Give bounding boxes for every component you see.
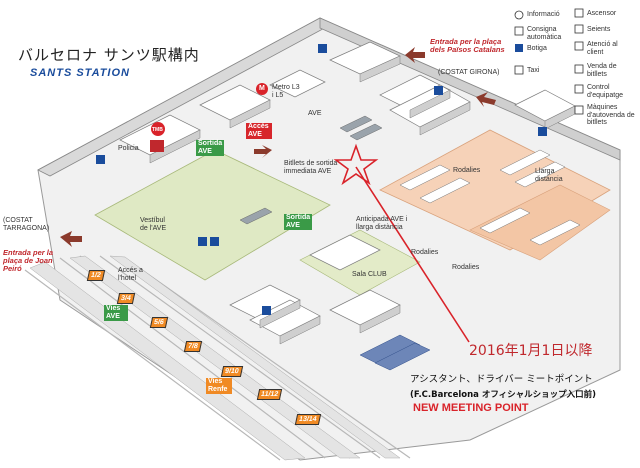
label-vies-renfe: Vies Renfe — [206, 378, 232, 394]
platform-3-4: 3/4 — [116, 293, 135, 304]
ave-zone — [94, 149, 331, 281]
arrow-icon — [60, 231, 82, 247]
platform-1-2: 1/2 — [86, 270, 105, 281]
platform-13-14: 13/14 — [294, 414, 321, 425]
blue-seating — [359, 334, 431, 371]
escalators — [239, 115, 383, 225]
meeting-point-heading: NEW MEETING POINT — [413, 402, 529, 414]
label-vestibul-ave: Vestíbul de l'AVE — [140, 217, 167, 232]
legend-seats: Seients — [587, 26, 611, 33]
meeting-point-leader — [355, 166, 470, 343]
legend-customer-service: Atenció al client — [587, 41, 618, 56]
arrow-icon — [254, 145, 272, 158]
metro-badge-text: M — [259, 85, 265, 92]
label-sortida-ave-1: Sortida AVE — [196, 140, 224, 156]
meeting-point-desc: アシスタント、ドライバー ミートポイント — [410, 374, 593, 385]
entrance-arrows — [60, 47, 496, 247]
label-acces-ave: Accés AVE — [246, 123, 272, 139]
legend-elevator: Ascensor — [587, 10, 617, 17]
label-rodalies-3: Rodalies — [452, 264, 480, 271]
tmb-badge-text: TMB — [152, 127, 163, 133]
meeting-point-star-icon — [333, 143, 379, 186]
map-icons — [96, 44, 547, 315]
map-title-jp: バルセロナ サンツ駅構内 — [18, 46, 200, 64]
platform-edges — [29, 255, 401, 461]
label-entrance-north: Entrada per la plaça dels Països Catalan… — [430, 37, 505, 54]
legend-info: Informació — [527, 11, 560, 18]
label-rodalies-2: Rodalies — [411, 249, 439, 256]
map-title-en: SANTS STATION — [30, 67, 130, 79]
metro-badge-icon — [256, 83, 268, 95]
label-sortida-ave-2: Sortida AVE — [284, 214, 312, 230]
legend-lockers: Consigna automàtica — [527, 26, 562, 41]
label-acces-hotel: Accés a l'hotel — [118, 267, 143, 282]
rodalies-counters — [399, 149, 581, 246]
platform-9-10: 9/10 — [220, 366, 243, 377]
label-vies-ave: Vies AVE — [104, 305, 128, 321]
tmb-badge-icon — [151, 122, 165, 136]
arrow-icon — [476, 92, 496, 107]
label-llarga-distancia: Llarga distància — [535, 168, 563, 183]
meeting-point-location: (F.C.Barcelona オフィシャルショップ入口前) — [410, 390, 597, 400]
label-rodalies-1: Rodalies — [453, 167, 481, 174]
room-sides — [149, 55, 576, 345]
platform-11-12: 11/12 — [256, 389, 283, 400]
label-entrance-west: Entrada per la plaça de Joan Peiró — [3, 248, 54, 273]
label-policia: Policia — [118, 145, 139, 152]
legend-ticket-sales: Venda de bitllets — [587, 63, 617, 78]
label-costat-girona: (COSTAT GIRONA) — [438, 69, 500, 76]
meeting-point-date: 2016年1月1日以降 — [469, 343, 593, 359]
legend-shop: Botiga — [527, 45, 547, 52]
legend-ticket-machines: Màquines d'autovenda de bitllets — [587, 104, 635, 126]
legend-icons — [514, 8, 584, 115]
arrow-icon — [405, 47, 425, 63]
label-metro: Metro L3 i L5 — [272, 84, 300, 99]
label-billets-sortida: Bitllets de sortida immediata AVE — [284, 160, 338, 175]
police-box — [150, 140, 164, 152]
rodalies-zone-2 — [469, 184, 611, 261]
label-ave: AVE — [308, 110, 322, 117]
label-anticipada: Anticipada AVE i llarga distància — [356, 216, 408, 231]
legend-baggage-control: Control d'equipatge — [587, 84, 623, 99]
platform-7-8: 7/8 — [183, 341, 202, 352]
platform-5-6: 5/6 — [149, 317, 168, 328]
legend-taxi: Taxi — [527, 67, 540, 74]
label-costat-tarragona: (COSTAT TARRAGONA) — [3, 217, 50, 232]
label-sala-club: Sala CLUB — [352, 271, 387, 278]
